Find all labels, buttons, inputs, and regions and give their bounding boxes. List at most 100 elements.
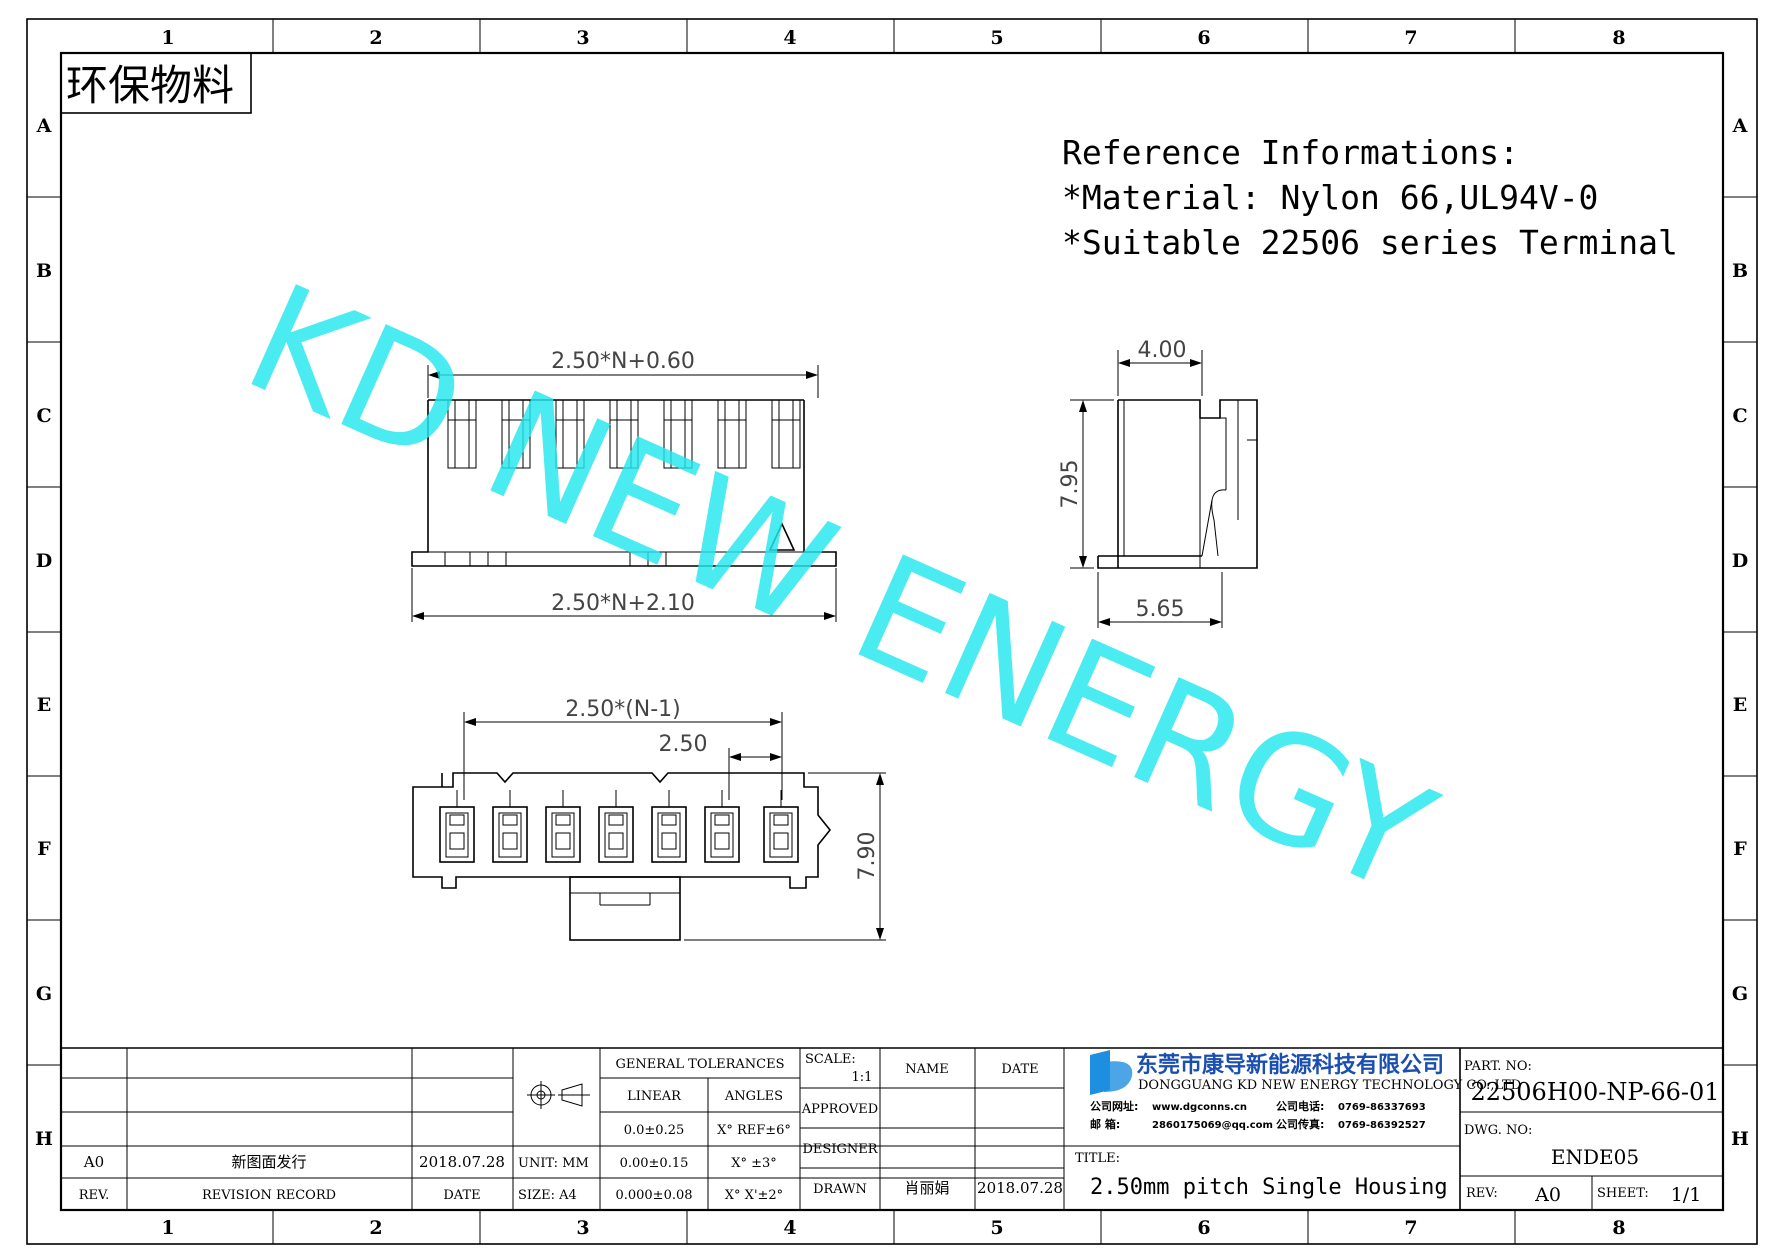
- zone-row-left-d: D: [36, 550, 52, 572]
- record-col-header: REVISION RECORD: [202, 1188, 336, 1203]
- zone-row-left-f: F: [37, 838, 51, 860]
- part-no-label: PART. NO:: [1464, 1059, 1532, 1074]
- dim-front-span: 2.50*(N-1): [565, 697, 681, 722]
- phone-value: 0769-86337693: [1338, 1102, 1426, 1113]
- company-name-cn: 东莞市康导新能源科技有限公司: [1136, 1052, 1444, 1078]
- dim-bottom-width: 2.50*N+2.10: [551, 591, 695, 616]
- zone-row-right-f: F: [1733, 838, 1747, 860]
- rev-box-value: A0: [1534, 1184, 1561, 1206]
- projection-symbol-icon: [527, 1081, 590, 1109]
- zone-row-left-c: C: [36, 405, 51, 427]
- zone-col-bottom-8: 8: [1612, 1217, 1625, 1239]
- zone-col-bottom-7: 7: [1404, 1217, 1417, 1239]
- reference-title: Reference Informations:: [1062, 133, 1519, 172]
- dim-front-height: 7.90: [855, 832, 880, 881]
- email-label: 邮 箱:: [1090, 1117, 1120, 1131]
- sheet-value: 1/1: [1671, 1184, 1702, 1206]
- company-logo: [1090, 1050, 1133, 1095]
- angles-header: ANGLES: [724, 1089, 783, 1104]
- zone-dividers: [27, 19, 1757, 1244]
- rev-date-value: 2018.07.28: [419, 1153, 505, 1171]
- dwg-no-label: DWG. NO:: [1464, 1123, 1532, 1138]
- zone-row-right-b: B: [1732, 260, 1748, 282]
- angle-tol-1: X° REF±6°: [717, 1123, 791, 1138]
- zone-col-top-1: 1: [161, 27, 174, 49]
- zone-col-top-7: 7: [1404, 27, 1417, 49]
- drawn-name: 肖丽娟: [904, 1179, 949, 1197]
- zone-col-bottom-3: 3: [576, 1217, 589, 1239]
- reference-notes: Reference Informations: *Material: Nylon…: [1062, 133, 1678, 262]
- zone-row-right-g: G: [1732, 983, 1748, 1005]
- top-view-dimensions: 2.50*N+0.60 2.50*N+2.10: [411, 349, 837, 622]
- zone-col-top-8: 8: [1612, 27, 1625, 49]
- phone-label: 公司电话:: [1276, 1099, 1324, 1113]
- zone-col-bottom-4: 4: [783, 1217, 796, 1239]
- eco-label: 环保物料: [66, 61, 234, 110]
- front-view: [412, 772, 832, 941]
- dim-side-height: 7.95: [1058, 460, 1083, 509]
- linear-tol-3: 0.000±0.08: [615, 1188, 692, 1203]
- dim-side-base: 5.65: [1136, 597, 1185, 622]
- zone-labels: 1 2 3 4 5 6 7 8 1 2 3 4 5 6 7 8 A B C D …: [35, 27, 1749, 1239]
- zone-row-left-e: E: [37, 694, 51, 716]
- angle-tol-2: X° ±3°: [731, 1156, 777, 1171]
- unit-label: UNIT: MM: [518, 1156, 589, 1171]
- eco-material-stamp: 环保物料: [60, 52, 252, 114]
- zone-row-right-c: C: [1732, 405, 1747, 427]
- dim-pitch: 2.50: [659, 732, 708, 757]
- zone-col-top-6: 6: [1197, 27, 1210, 49]
- watermark: KD NEW ENERGY: [223, 252, 1455, 928]
- part-no-value: 22506H00-NP-66-01: [1470, 1078, 1719, 1106]
- scale-value: 1:1: [852, 1070, 873, 1085]
- zone-col-bottom-5: 5: [990, 1217, 1003, 1239]
- sheet-label: SHEET:: [1597, 1186, 1649, 1201]
- zone-col-top-2: 2: [369, 27, 382, 49]
- date-header: DATE: [1001, 1062, 1038, 1077]
- zone-col-top-5: 5: [990, 27, 1003, 49]
- zone-row-right-a: A: [1732, 115, 1748, 137]
- drawing-title: 2.50mm pitch Single Housing: [1090, 1175, 1448, 1200]
- linear-tol-1: 0.0±0.25: [624, 1123, 685, 1138]
- drawn-date: 2018.07.28: [977, 1179, 1063, 1197]
- zone-row-left-a: A: [36, 115, 52, 137]
- zone-col-top-3: 3: [576, 27, 589, 49]
- top-view: [411, 399, 837, 567]
- fax-label: 公司传真:: [1276, 1117, 1324, 1131]
- reference-terminal: *Suitable 22506 series Terminal: [1062, 223, 1678, 262]
- dim-side-width: 4.00: [1138, 338, 1187, 363]
- zone-row-left-b: B: [36, 260, 52, 282]
- zone-col-bottom-6: 6: [1197, 1217, 1210, 1239]
- rev-label: REV:: [1466, 1186, 1498, 1201]
- designer-label: DESIGNER: [803, 1142, 879, 1157]
- zone-row-left-h: H: [35, 1128, 53, 1150]
- front-view-dimensions: 2.50*(N-1) 2.50 7.90: [463, 697, 886, 941]
- zone-col-top-4: 4: [783, 27, 796, 49]
- zone-col-bottom-2: 2: [369, 1217, 382, 1239]
- reference-material: *Material: Nylon 66,UL94V-0: [1062, 178, 1598, 217]
- dwg-no-value: ENDE05: [1551, 1145, 1639, 1169]
- dim-top-width: 2.50*N+0.60: [551, 349, 695, 374]
- zone-row-right-d: D: [1732, 550, 1748, 572]
- front-view-latch: [569, 876, 681, 941]
- scale-label: SCALE:: [805, 1052, 856, 1067]
- side-view: [1097, 399, 1258, 569]
- top-view-slots: [447, 399, 801, 469]
- front-view-cavities: [439, 790, 799, 863]
- website-value: www.dgconns.cn: [1152, 1102, 1247, 1113]
- zone-col-bottom-1: 1: [161, 1217, 174, 1239]
- rev-record-value: 新图面发行: [231, 1153, 306, 1171]
- linear-header: LINEAR: [627, 1089, 682, 1104]
- zone-row-left-g: G: [36, 983, 52, 1005]
- linear-tol-2: 0.00±0.15: [620, 1156, 689, 1171]
- rev-value: A0: [83, 1153, 104, 1171]
- title-label: TITLE:: [1075, 1151, 1120, 1166]
- email-value: 2860175069@qq.com: [1152, 1120, 1273, 1131]
- rev-col-header: REV.: [79, 1188, 110, 1203]
- side-view-dimensions: 4.00 7.95 5.65: [1058, 338, 1223, 628]
- angle-tol-3: X° X'±2°: [725, 1188, 783, 1203]
- approved-label: APPROVED: [801, 1102, 878, 1117]
- fax-value: 0769-86392527: [1338, 1120, 1426, 1131]
- drawn-label: DRAWN: [813, 1182, 867, 1197]
- name-header: NAME: [905, 1062, 949, 1077]
